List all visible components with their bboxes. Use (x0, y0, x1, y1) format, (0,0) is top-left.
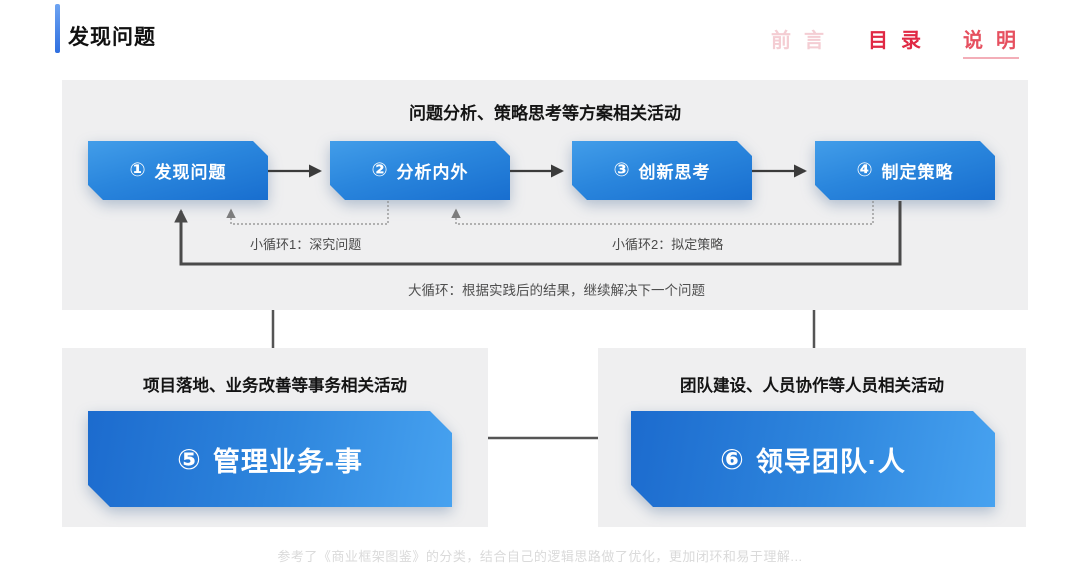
step-number: ② (371, 160, 388, 181)
step-number: ④ (856, 160, 873, 181)
step-label: 分析内外 (396, 163, 469, 182)
small-loop-2-label: 小循环2：拟定策略 (612, 237, 724, 252)
footer-note: 参考了《商业框架图鉴》的分类，结合自己的逻辑思路做了优化，更加闭环和易于理解..… (277, 549, 803, 564)
step-label: 制定策略 (881, 163, 954, 182)
step-box-lead-team: ⑥ 领导团队·人 (631, 411, 995, 507)
business-panel: 项目落地、业务改善等事务相关活动 ⑤ 管理业务-事 (62, 348, 488, 527)
step-label: 发现问题 (154, 163, 227, 182)
big-loop-label: 大循环：根据实践后的结果，继续解决下一个问题 (408, 283, 705, 298)
step-label: 领导团队·人 (755, 446, 906, 477)
nav-notes-link[interactable]: 说明 (963, 24, 1029, 59)
step-box-innovative-thinking: ③ 创新思考 (572, 141, 752, 200)
step-number: ① (129, 160, 146, 181)
small-loop-1-label: 小循环1：深究问题 (250, 237, 362, 252)
process-panel: 问题分析、策略思考等方案相关活动 ① 发现问题 ② 分析内外 ③ 创新思考 ④ … (62, 80, 1028, 310)
nav-preface-link[interactable]: 前言 (771, 30, 837, 52)
step-box-manage-business: ⑤ 管理业务-事 (88, 411, 452, 507)
team-panel: 团队建设、人员协作等人员相关活动 ⑥ 领导团队·人 (598, 348, 1026, 527)
nav-contents-link[interactable]: 目录 (868, 30, 934, 52)
top-nav: 前言 目录 说明 (0, 24, 1080, 59)
step-number: ③ (613, 160, 630, 181)
step-box-analyze-inside-outside: ② 分析内外 (330, 141, 510, 200)
title-accent-bar (55, 4, 60, 53)
team-panel-title: 团队建设、人员协作等人员相关活动 (680, 377, 944, 395)
step-box-formulate-strategy: ④ 制定策略 (815, 141, 995, 200)
business-panel-title: 项目落地、业务改善等事务相关活动 (143, 377, 407, 395)
process-panel-title: 问题分析、策略思考等方案相关活动 (409, 104, 681, 123)
step-label: 创新思考 (638, 163, 711, 182)
step-number: ⑥ (720, 443, 744, 475)
step-label: 管理业务-事 (212, 446, 363, 477)
step-box-discover-problem: ① 发现问题 (88, 141, 268, 200)
page-title: 发现问题 (68, 26, 156, 49)
step-number: ⑤ (177, 443, 201, 475)
